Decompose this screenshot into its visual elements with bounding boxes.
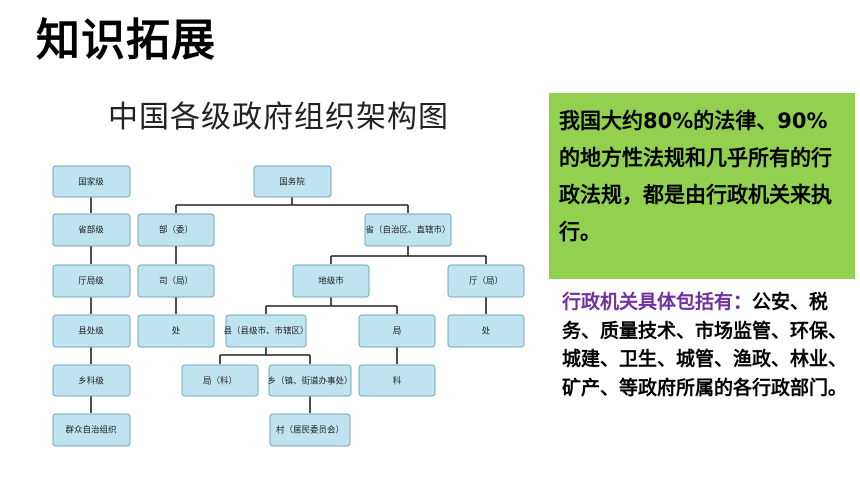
node-province: 省（自治区、直辖市） xyxy=(364,213,452,247)
node-prefecture-city-label: 地级市 xyxy=(318,276,344,287)
page-title: 知识拓展 xyxy=(36,15,216,66)
level-department-bureau: 厅局级 xyxy=(52,264,131,298)
level-national-label: 国家级 xyxy=(78,177,104,188)
law-enforcement-callout: 我国大约80%的法律、90%的地方性法规和几乎所有的行政法规，都是由行政机关来执… xyxy=(549,93,855,279)
level-county-division: 县处级 xyxy=(52,314,131,348)
diagram-title: 中国各级政府组织架构图 xyxy=(108,100,449,135)
node-division-ministry: 处 xyxy=(137,314,215,348)
node-ministry-label: 部（委） xyxy=(159,225,193,236)
node-province-label: 省（自治区、直辖市） xyxy=(365,225,450,236)
node-township: 乡（镇、街道办事处） xyxy=(267,364,353,397)
node-county-bureau-label: 局（科） xyxy=(203,376,237,387)
node-division-ministry-label: 处 xyxy=(172,326,181,337)
node-county-label: 县（县级市、市辖区） xyxy=(223,326,308,337)
node-ministry: 部（委） xyxy=(137,213,215,247)
connector-lines xyxy=(90,197,487,413)
level-mass-self-governance: 群众自治组织 xyxy=(52,413,131,447)
node-provincial-bureau: 厅（局） xyxy=(447,264,525,298)
agencies-list: 公安、税务、质量技术、市场监管、环保、城建、卫生、城管、渔政、林业、矿产、等政府… xyxy=(562,291,848,399)
node-section-label: 科 xyxy=(393,376,402,387)
node-township-label: 乡（镇、街道办事处） xyxy=(267,376,352,387)
node-county-bureau: 局（科） xyxy=(181,364,259,397)
node-prefecture-city: 地级市 xyxy=(292,264,370,298)
node-city-bureau-label: 局 xyxy=(393,327,402,337)
level-provincial-ministerial-label: 省部级 xyxy=(78,225,104,236)
node-county: 县（县级市、市辖区） xyxy=(223,314,309,348)
node-section: 科 xyxy=(358,364,436,397)
level-mass-self-governance-label: 群众自治组织 xyxy=(65,425,116,436)
node-provincial-bureau-label: 厅（局） xyxy=(469,276,503,287)
agencies-text-block: 行政机关具体包括有：公安、税务、质量技术、市场监管、环保、城建、卫生、城管、渔政… xyxy=(562,288,854,402)
law-enforcement-callout-text: 我国大约80%的法律、90%的地方性法规和几乎所有的行政法规，都是由行政机关来执… xyxy=(559,109,832,244)
level-provincial-ministerial: 省部级 xyxy=(52,213,131,247)
node-division-province: 处 xyxy=(447,314,525,348)
node-village-label: 村（居民委员会） xyxy=(276,425,344,436)
level-department-bureau-label: 厅局级 xyxy=(78,276,104,287)
level-township-section-label: 乡科级 xyxy=(78,376,104,387)
node-department-label: 司（局） xyxy=(159,276,193,287)
level-township-section: 乡科级 xyxy=(52,364,131,397)
level-county-division-label: 县处级 xyxy=(78,326,104,337)
node-village: 村（居民委员会） xyxy=(269,413,351,447)
node-department: 司（局） xyxy=(137,264,215,298)
agencies-lead: 行政机关具体包括有： xyxy=(562,291,753,313)
node-city-bureau: 局 xyxy=(358,314,436,348)
node-division-province-label: 处 xyxy=(482,326,491,337)
node-state-council: 国务院 xyxy=(253,165,332,198)
level-national: 国家级 xyxy=(52,165,131,198)
node-state-council-label: 国务院 xyxy=(279,177,305,188)
